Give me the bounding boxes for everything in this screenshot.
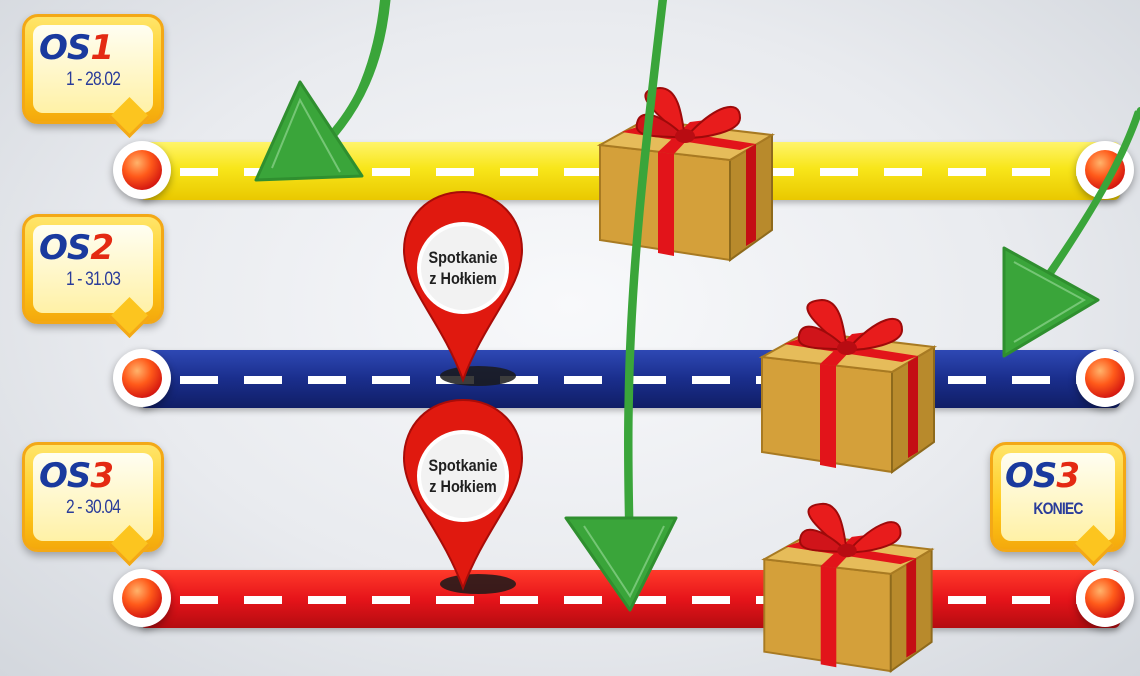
gift-box-icon [752,496,942,676]
finish-logo: OS3 [1005,459,1079,493]
meeting-label: Spotkanie z Hołkiem [409,247,516,289]
end-node-os2 [1076,349,1134,407]
meeting-pin-os2: Spotkanie z Hołkiem [400,188,526,388]
meeting-label-line1: Spotkanie [409,247,516,268]
node-ball-icon [122,578,162,618]
meeting-label: Spotkanie z Hołkiem [409,455,516,497]
hand-drawn-arrow-icon [1040,110,1140,290]
node-ball-icon [1085,150,1125,190]
start-node-os2 [113,349,171,407]
gift-box-icon [590,80,780,265]
end-node-os1 [1076,141,1134,199]
arrowhead-icon [1004,248,1098,356]
gift-box-icon [752,292,942,477]
start-node-os3 [113,569,171,627]
end-node-os3 [1076,569,1134,627]
meeting-pin-os3: Spotkanie z Hołkiem [400,396,526,596]
road-os2 [140,350,1120,408]
os2-dates: 1 - 31.03 [37,269,149,291]
finish-text: KONIEC [1005,499,1112,519]
os2-logo: OS2 [39,231,113,265]
os3-dates: 2 - 30.04 [37,497,149,519]
start-node-os1 [113,141,171,199]
stage-label-os3: OS3 2 - 30.04 [22,442,164,552]
node-ball-icon [1085,578,1125,618]
meeting-label-line2: z Hołkiem [409,268,516,289]
node-ball-icon [122,358,162,398]
hand-drawn-arrow-icon [318,0,386,150]
stage-label-os1: OS1 1 - 28.02 [22,14,164,124]
meeting-label-line2: z Hołkiem [409,476,516,497]
node-ball-icon [1085,358,1125,398]
node-ball-icon [122,150,162,190]
meeting-label-line1: Spotkanie [409,455,516,476]
os1-dates: 1 - 28.02 [37,69,149,91]
road-os3 [140,570,1120,628]
os1-logo: OS1 [39,31,113,65]
os3-logo: OS3 [39,459,113,493]
hand-drawn-arrow-icon [322,0,382,146]
finish-label: OS3 KONIEC [990,442,1126,552]
stage-label-os2: OS2 1 - 31.03 [22,214,164,324]
